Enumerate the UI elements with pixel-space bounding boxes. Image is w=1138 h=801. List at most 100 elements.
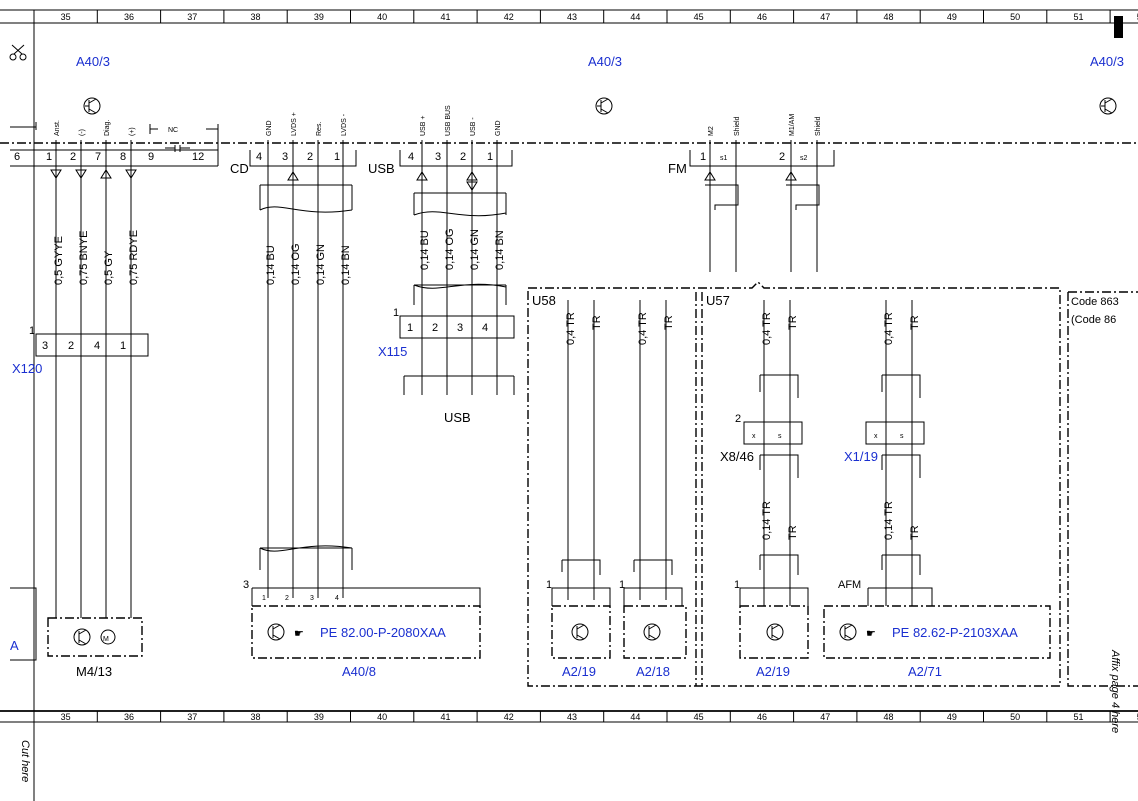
ruler-label: 37	[187, 12, 197, 22]
connector-x120: 1 3 2 4 1 X120	[12, 325, 149, 376]
fm-label: FM	[668, 161, 687, 176]
connector-fm: FM 1 s1 2 s2 M2 Shield M1/AM Shield	[668, 114, 835, 272]
ruler-label: 38	[251, 712, 261, 722]
pin-num: 7	[95, 151, 101, 163]
usb-caption: USB	[444, 410, 471, 425]
ruler-label: 42	[504, 712, 514, 722]
component-m4-13: M M4/13	[47, 617, 143, 679]
wire-label: TR	[909, 525, 921, 540]
component-label-a2-18: A2/18	[636, 664, 670, 679]
variant-label-u58: U58	[532, 293, 556, 308]
wire-label: 0,4 TR	[637, 312, 649, 345]
ruler-label: 41	[440, 12, 450, 22]
ruler-label: 50	[1010, 712, 1020, 722]
ruler-label: 47	[820, 712, 830, 722]
pin-num: 3	[282, 151, 288, 163]
pin-num: 1	[46, 151, 52, 163]
ruler-label: 35	[61, 12, 71, 22]
ruler-label: 45	[694, 12, 704, 22]
wire-label: 0,75 RDYE	[128, 230, 140, 285]
pin-label: USB -	[470, 117, 477, 136]
pointer-icon: ☛	[294, 628, 304, 640]
pin-num: s	[900, 433, 904, 440]
wire-label: 0,14 BN	[494, 230, 506, 270]
wires-left: 0,5 GYYE 0,75 BNYE 0,5 GY 0,75 RDYE	[50, 140, 140, 618]
connector-label-x120: X120	[12, 361, 42, 376]
pin-label: GND	[495, 120, 502, 136]
cut-here-label: Cut here	[19, 740, 31, 782]
ruler-label: 46	[757, 12, 767, 22]
component-a40-8: 3 1 2 3 4 ☛ PE 82.00-P-2080XAA A40/8	[243, 579, 481, 679]
affix-page-label: Affix page 4 here	[1109, 649, 1121, 733]
pin-label: (+)	[129, 127, 136, 136]
ruler-label: 50	[1010, 12, 1020, 22]
pin-num: 1	[700, 151, 706, 163]
pin-num: 2	[432, 322, 438, 334]
connector-label-x1-19: X1/19	[844, 449, 878, 464]
component-label-a: A	[10, 638, 19, 653]
pin-num: 4	[408, 151, 414, 163]
ref-pe-82-00[interactable]: PE 82.00-P-2080XAA	[320, 625, 446, 640]
pin-num: 6	[14, 151, 20, 163]
pin-num: 1	[393, 307, 399, 319]
component-a2-18: A2/18	[623, 605, 687, 679]
connector-x1-19: x s X1/19	[844, 421, 925, 464]
svg-text:M: M	[103, 636, 109, 643]
wire-label: 0,14 BU	[265, 245, 277, 285]
ruler-label: 52	[1137, 712, 1138, 722]
pin-num: 1	[120, 340, 126, 352]
wire-label: 0,14 BN	[340, 245, 352, 285]
component-label-a40-8: A40/8	[342, 664, 376, 679]
pin-num: x	[874, 433, 878, 440]
component-label-m4-13: M4/13	[76, 664, 112, 679]
pin-label: LVDS +	[291, 112, 298, 136]
bottom-ruler: 353637383940414243444546474849505152	[0, 710, 1138, 723]
pin-num: 3	[435, 151, 441, 163]
pin-num: 1	[29, 325, 35, 337]
pin-num: 2	[307, 151, 313, 163]
ruler-label: 42	[504, 12, 514, 22]
wire-label: 0,5 GYYE	[53, 236, 65, 285]
pin-num: 3	[243, 579, 249, 591]
ruler-label: 43	[567, 712, 577, 722]
pin-label: GND	[266, 120, 273, 136]
wire-label: 0,5 GY	[103, 250, 115, 285]
module-symbol-icon	[595, 97, 613, 115]
cd-label: CD	[230, 161, 249, 176]
pin-num: 2	[779, 151, 785, 163]
wire-label: 0,4 TR	[761, 312, 773, 345]
pin-label: Res.	[316, 122, 323, 136]
pin-num: 3	[42, 340, 48, 352]
pin-label: USB BUS	[445, 105, 452, 136]
ref-pe-82-62[interactable]: PE 82.62-P-2103XAA	[892, 625, 1018, 640]
wire-label: 0,4 TR	[883, 312, 895, 345]
pin-num: 12	[192, 151, 204, 163]
connector-cd: CD 4 3 2 1 GND LVDS + Res. LVDS - 0,14 B…	[230, 112, 357, 598]
pin-num: 1	[487, 151, 493, 163]
pin-num: 2	[285, 595, 289, 602]
top-ruler: 353637383940414243444546474849505152	[0, 9, 1138, 24]
wire-label: TR	[591, 315, 603, 330]
pin-num: 2	[460, 151, 466, 163]
pin-num: 1	[546, 579, 552, 591]
pointer-icon: ☛	[866, 628, 876, 640]
ruler-label: 51	[1073, 712, 1083, 722]
pin-num: s2	[800, 155, 808, 162]
component-a2-19-u58: A2/19	[551, 605, 611, 679]
wire-label: TR	[909, 315, 921, 330]
component-a2-19-u57: 1 A2/19	[734, 579, 809, 679]
pin-label: Anst.	[54, 120, 61, 136]
ruler-label: 44	[630, 712, 640, 722]
component-label-a2-19: A2/19	[562, 664, 596, 679]
pin-label: M2	[708, 126, 715, 136]
pin-label: M1/AM	[789, 114, 796, 136]
wire-label: 0,14 TR	[761, 501, 773, 540]
wire-label: 0,75 BNYE	[78, 231, 90, 285]
module-symbol-icon	[1099, 97, 1117, 115]
pin-num: 2	[735, 413, 741, 425]
component-a2-71: AFM ☛ PE 82.62-P-2103XAA A2/71	[823, 579, 1051, 679]
connector-label-x115: X115	[378, 344, 407, 359]
code-label: Code 863	[1071, 296, 1119, 308]
pin-num: 4	[335, 595, 339, 602]
